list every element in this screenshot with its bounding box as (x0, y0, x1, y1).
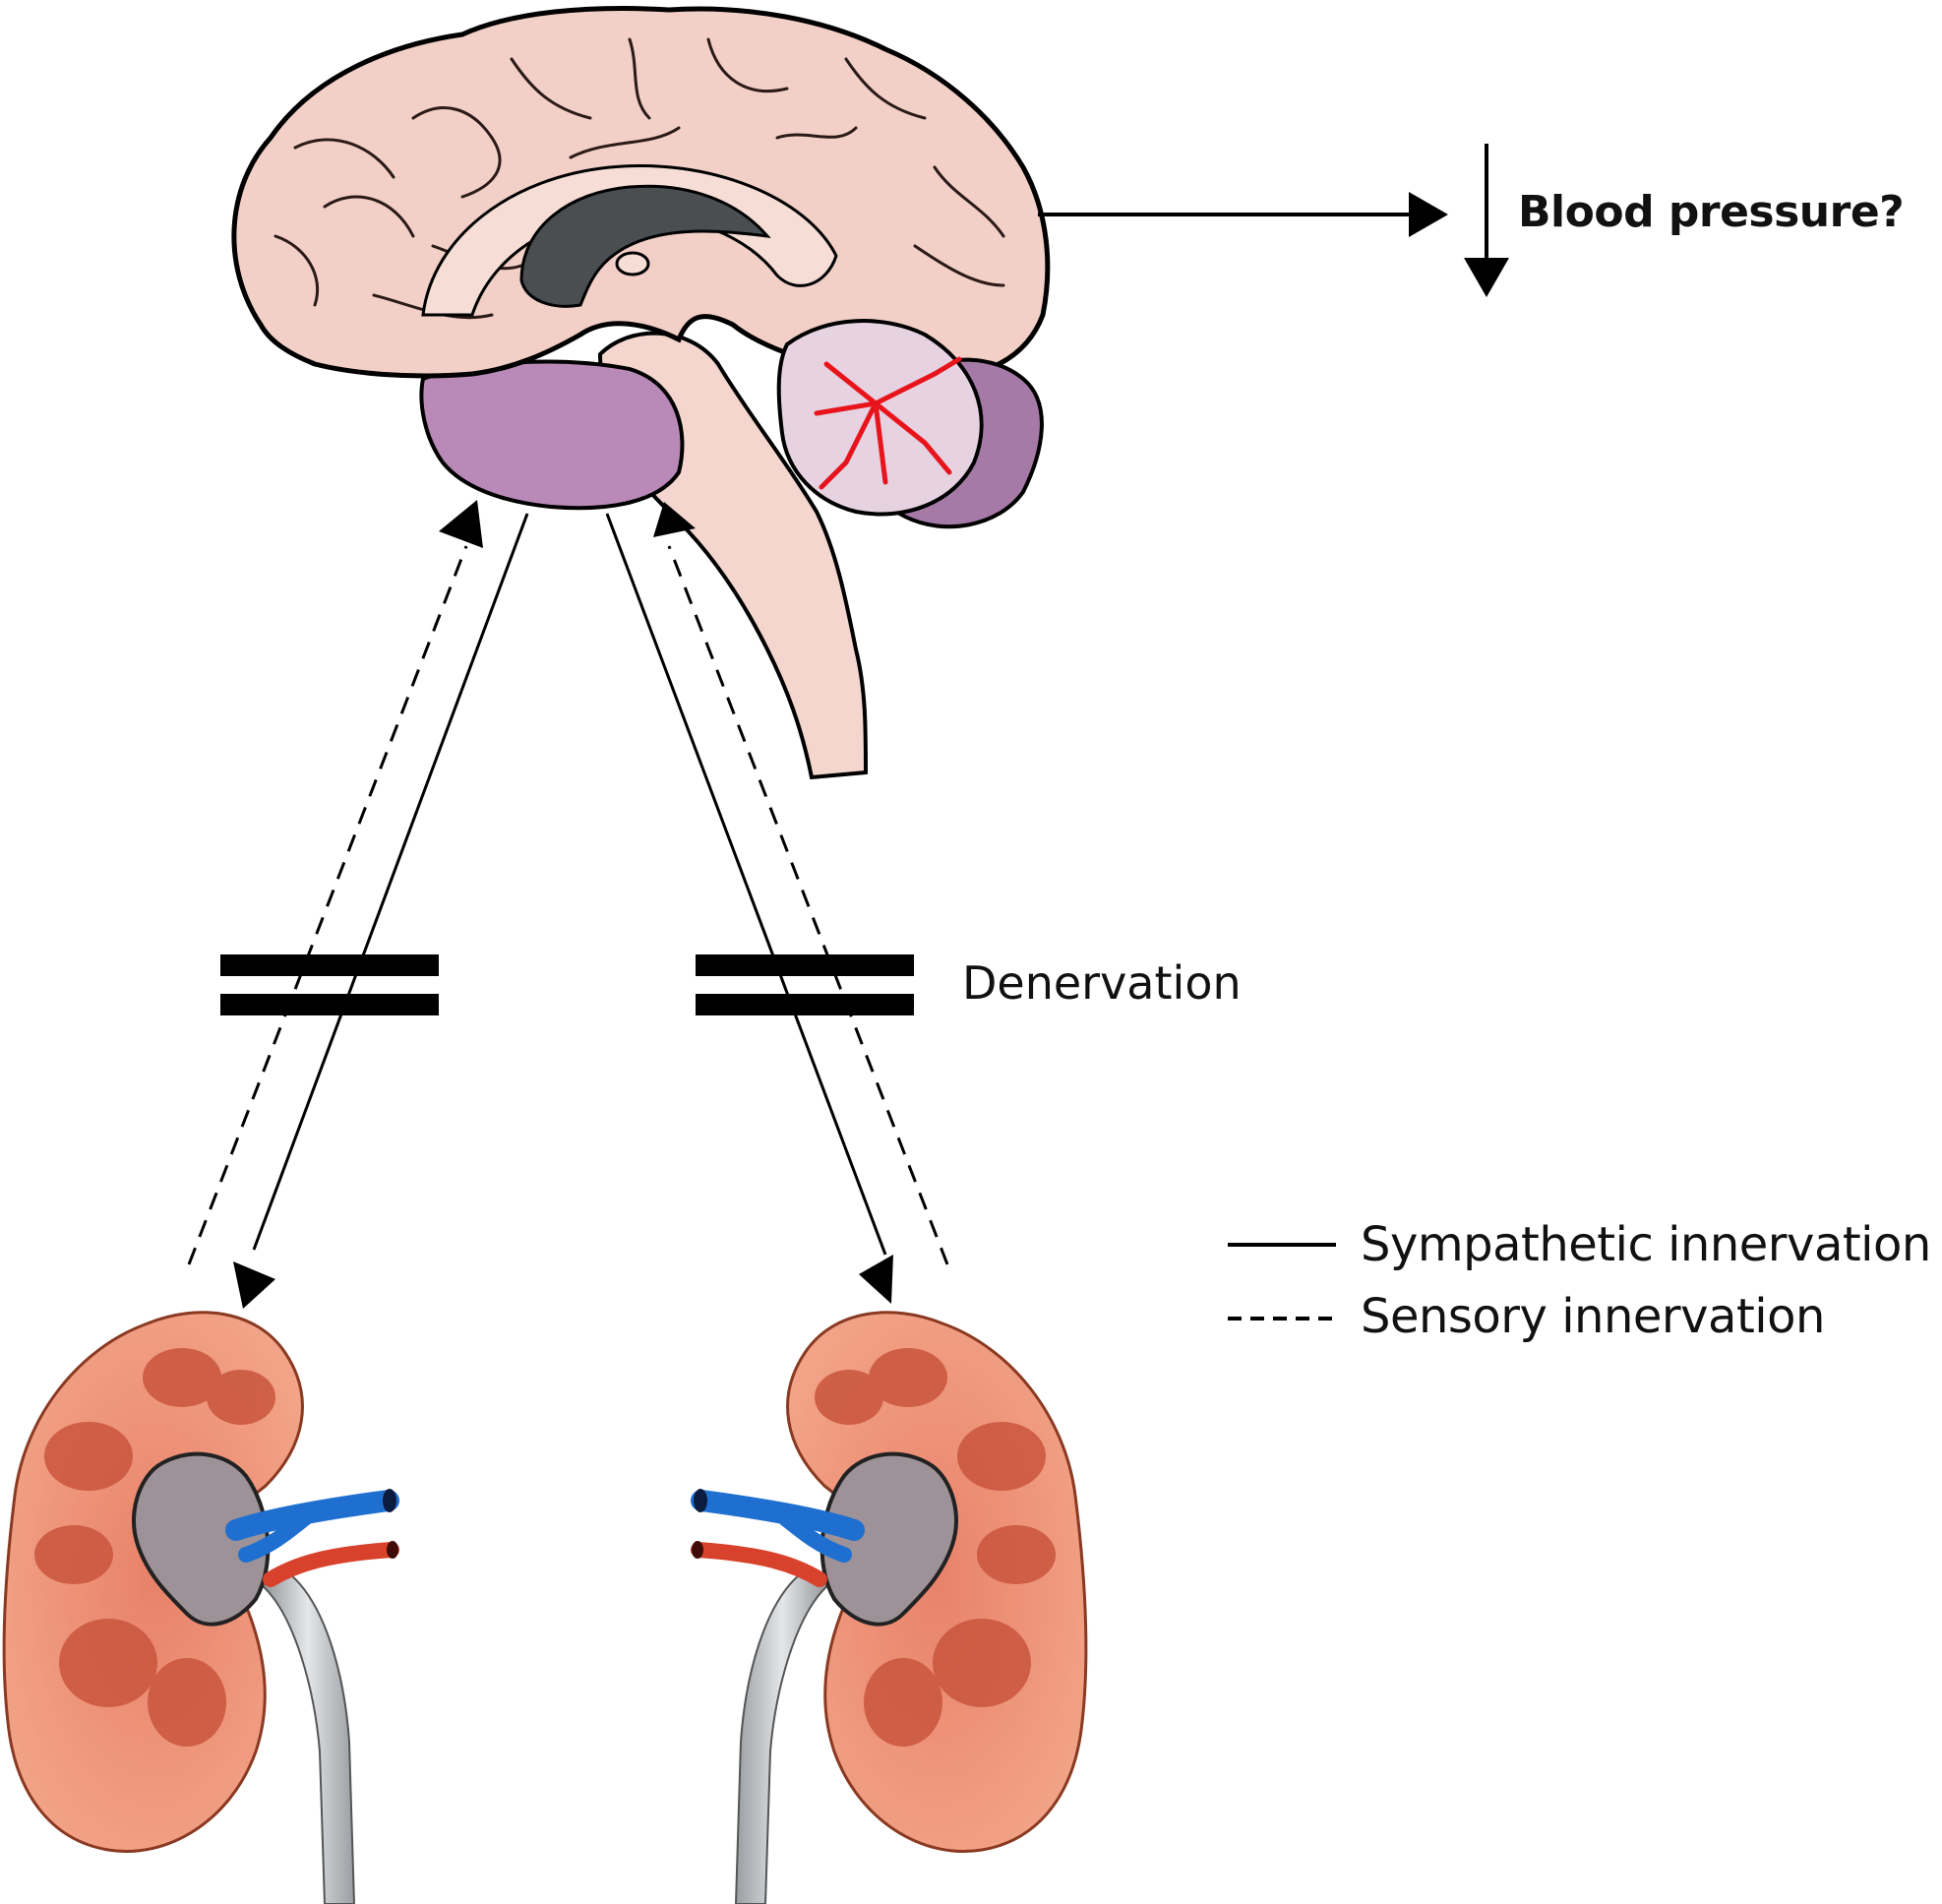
bp-decrease-arrowhead (1464, 258, 1509, 297)
denervation-label: Denervation (962, 956, 1242, 1010)
renal-artery (263, 1542, 399, 1587)
denervation-bar (220, 954, 439, 976)
left-sensory-arrowhead (439, 500, 483, 548)
denervation-left (220, 954, 439, 1015)
gyri (273, 37, 1005, 320)
ventricle (519, 184, 771, 308)
left-kidney (2, 1311, 399, 1904)
renal-vein-end (383, 1489, 396, 1512)
denervation-bar (696, 954, 914, 976)
left-sensory-pathway (187, 545, 468, 1265)
denervation-bar (696, 994, 914, 1015)
cerebellum-arbor-vitae (814, 356, 962, 490)
ureter (259, 1572, 356, 1904)
left-sympathetic-pathway (252, 513, 529, 1251)
pathways (187, 500, 949, 1309)
renal-artery-end (387, 1541, 398, 1559)
renal-artery-end (692, 1541, 703, 1559)
right-sympathetic-arrowhead (859, 1255, 893, 1304)
temporal-lobe (419, 359, 685, 511)
bp-effect (1038, 144, 1509, 297)
right-kidney (691, 1311, 1088, 1904)
denervation-right (696, 954, 914, 1015)
renal-pelvis (819, 1451, 958, 1627)
denervation-bar (220, 994, 439, 1015)
blood-pressure-label: Blood pressure? (1518, 187, 1905, 237)
renal-artery (691, 1542, 827, 1587)
brain (231, 5, 1051, 780)
right-sympathetic-pathway (605, 513, 887, 1256)
right-sensory-pathway (667, 545, 949, 1265)
renal-vein-branch (238, 1503, 323, 1563)
ureter (734, 1572, 831, 1904)
legend-sensory-label: Sensory innervation (1361, 1289, 1825, 1344)
legend-sympathetic-label: Sympathetic innervation (1361, 1217, 1931, 1272)
thalamus-nucleus (615, 251, 650, 276)
cerebellum (776, 319, 1044, 529)
renal-pyramids (34, 1348, 275, 1747)
renal-pyramids (815, 1348, 1056, 1747)
renal-vein-branch (767, 1503, 852, 1563)
renal-vein-end (694, 1489, 707, 1512)
right-sensory-arrowhead (653, 502, 696, 537)
renal-pelvis (132, 1451, 271, 1627)
legend (1228, 1243, 1340, 1321)
left-sympathetic-arrowhead (233, 1261, 275, 1309)
brain-to-bp-arrowhead (1409, 192, 1448, 237)
